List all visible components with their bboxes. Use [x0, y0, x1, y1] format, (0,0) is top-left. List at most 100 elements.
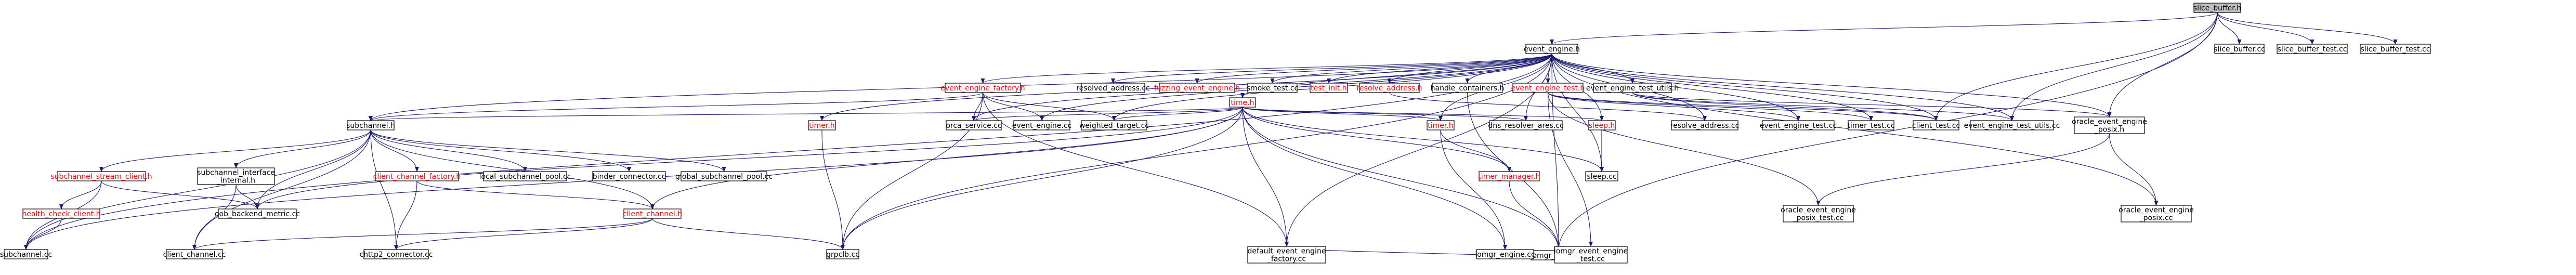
- node-health_check_client[interactable]: health_check_client.h: [22, 208, 101, 219]
- node-iomgr_engine_test[interactable]: iomgr_event_engine_test.cc: [1554, 246, 1628, 264]
- node-weighted_target[interactable]: weighted_target.cc: [1079, 120, 1149, 130]
- edge-event_engine-to-ee_factory: [980, 53, 1552, 84]
- node-resolve_address_h[interactable]: resolve_address.h: [1356, 83, 1422, 93]
- node-ee_test_cc[interactable]: event_engine_test.cc: [1760, 120, 1837, 130]
- node-sleep_cc[interactable]: sleep.cc: [1585, 171, 1618, 181]
- node-label-slice_buffer_cc: slice_buffer.cc: [2214, 45, 2265, 54]
- edge-ee_factory-to-grpclb: [841, 92, 984, 250]
- node-timer_h_left[interactable]: timer.h: [808, 120, 836, 130]
- edge-event_engine-to-test_init: [1327, 53, 1552, 84]
- node-event_engine[interactable]: event_engine.h: [1524, 44, 1580, 54]
- edge-subchannel_stream_client-to-health_check_client: [59, 180, 102, 209]
- node-binder_connector[interactable]: binder_connector.cc: [592, 171, 666, 181]
- node-resolved_address[interactable]: resolved_address.cc: [1076, 83, 1150, 93]
- node-label-resolved_address: resolved_address.cc: [1076, 84, 1149, 93]
- edges-layer: [24, 12, 2398, 260]
- node-box-default_ee_factory: [1247, 246, 1326, 264]
- node-label-oracle_posix_h: _posix.h: [2094, 126, 2124, 134]
- node-resolve_address_cc[interactable]: resolve_address.cc: [1670, 120, 1740, 130]
- node-box-slice_buffer_test: [2277, 44, 2348, 54]
- node-ee_test_h[interactable]: event_engine_test.h: [1511, 83, 1585, 93]
- node-label-default_ee_factory: _factory.cc: [1267, 255, 1306, 264]
- node-timer_test[interactable]: timer_test.cc: [1847, 120, 1895, 130]
- node-label-client_channel_h: client_channel.h: [623, 210, 682, 218]
- node-label-subchannel_interface_internal: _internal.h: [216, 177, 255, 185]
- node-global_subchannel_pool[interactable]: global_subchannel_pool.cc: [675, 171, 773, 181]
- node-handle_containers[interactable]: handle_containers.h: [1431, 83, 1505, 93]
- node-box-ee_test_h: [1512, 83, 1584, 93]
- node-timer_h[interactable]: timer.h: [1427, 120, 1455, 130]
- node-box-client_channel_factory: [375, 171, 459, 181]
- node-label-subchannel_interface_internal: subchannel_interface: [197, 169, 275, 177]
- node-smoke_test[interactable]: smoke_test.cc: [1247, 83, 1298, 93]
- node-label-sleep_cc: sleep.cc: [1587, 173, 1616, 181]
- node-label-oracle_posix_cc: _posix.cc: [2139, 214, 2173, 222]
- node-box-event_engine: [1525, 44, 1578, 54]
- node-oracle_posix_test[interactable]: oracle_event_engine_posix_test.cc: [1781, 205, 1856, 222]
- node-label-test_init: test_init.h: [1311, 84, 1346, 93]
- node-slice_buffer_test[interactable]: slice_buffer_test.cc: [2277, 44, 2348, 54]
- edge-ee_test_h-to-ee_test_cc: [1547, 92, 1800, 121]
- node-box-slice_buffer: [2193, 3, 2241, 13]
- node-iomgr_engine_cc[interactable]: iomgr_engine.cc: [1475, 249, 1535, 259]
- node-oob_backend_metric[interactable]: oob_backend_metric.cc: [215, 208, 300, 219]
- edge-ee_test_utils_h-to-client_test: [1632, 92, 1938, 121]
- node-label-client_channel_factory: client_channel_factory.h: [373, 173, 461, 181]
- node-default_ee_factory[interactable]: default_event_engine_factory.cc: [1247, 246, 1326, 264]
- node-box-subchannel_h: [347, 120, 395, 130]
- edge-subchannel_h-to-local_subchannel_pool: [370, 129, 527, 172]
- node-label-ee_test_utils_h: event_engine_test_utils.h: [1586, 84, 1679, 93]
- node-label-smoke_test: smoke_test.cc: [1247, 84, 1298, 93]
- node-ee_test_utils_cc[interactable]: event_engine_test_utils.cc: [1964, 120, 2060, 130]
- node-dns_resolver[interactable]: dns_resolver_ares.cc: [1488, 120, 1564, 130]
- node-sleep_h[interactable]: sleep.h: [1588, 120, 1616, 130]
- node-client_channel_factory[interactable]: client_channel_factory.h: [373, 171, 461, 181]
- edge-time_h-to-default_ee_factory: [1242, 107, 1289, 247]
- node-grpclb[interactable]: grpclb.cc: [826, 249, 859, 259]
- node-subchannel_stream_client[interactable]: subchannel_stream_client.h: [50, 171, 152, 181]
- node-oracle_posix_h[interactable]: oracle_event_engine_posix.h: [2072, 116, 2147, 134]
- node-slice_buffer_cc[interactable]: slice_buffer.cc: [2214, 44, 2265, 54]
- node-test_init[interactable]: test_init.h: [1310, 83, 1348, 93]
- node-label-binder_connector: binder_connector.cc: [593, 173, 666, 181]
- node-client_channel_h[interactable]: client_channel.h: [623, 208, 682, 219]
- node-box-client_channel_cc: [166, 249, 223, 259]
- node-box-subchannel_stream_client: [57, 171, 146, 181]
- edge-timer_manager-to-iomgr_engine_h: [1509, 180, 1561, 251]
- node-box-resolve_address_h: [1359, 83, 1420, 93]
- node-chttp2_connector[interactable]: chttp2_connector.cc: [359, 249, 433, 259]
- edge-time_h-to-weighted_target: [1112, 107, 1243, 121]
- edge-slice_buffer-to-client_test: [1934, 12, 2218, 121]
- node-oracle_posix_cc[interactable]: oracle_event_engine_posix.cc: [2119, 205, 2194, 222]
- node-box-client_test: [1913, 120, 1959, 130]
- node-box-oracle_posix_h: [2074, 116, 2145, 134]
- node-ee_test_utils_h[interactable]: event_engine_test_utils.h: [1586, 83, 1679, 93]
- node-box-client_channel_h: [623, 208, 682, 219]
- edge-ee_test_h-to-timer_test: [1547, 92, 1873, 121]
- node-client_channel_cc[interactable]: client_channel.cc: [163, 249, 226, 259]
- node-subchannel_h[interactable]: subchannel.h: [346, 120, 395, 130]
- node-label-client_channel_cc: client_channel.cc: [163, 251, 226, 259]
- edge-client_channel_h-to-grpclb: [652, 218, 845, 250]
- node-client_test[interactable]: client_test.cc: [1912, 120, 1960, 130]
- node-time_h[interactable]: time.h: [1229, 97, 1256, 108]
- edge-resolve_address_h-to-resolve_address_cc: [1389, 92, 1707, 121]
- node-subchannel_interface_internal[interactable]: subchannel_interface_internal.h: [197, 167, 275, 185]
- node-event_engine_cc[interactable]: event_engine.cc: [1012, 120, 1071, 130]
- node-subchannel_cc[interactable]: subchannel.cc: [0, 249, 52, 259]
- node-fuzzing_ee[interactable]: fuzzing_event_engine.h: [1154, 83, 1240, 93]
- node-slice_buffer[interactable]: slice_buffer.h: [2193, 3, 2241, 13]
- node-label-subchannel_cc: subchannel.cc: [0, 251, 52, 259]
- edge-slice_buffer-to-slice_buffer_test2: [2217, 12, 2398, 45]
- node-ee_factory[interactable]: event_engine_factory.h: [940, 83, 1025, 93]
- node-box-fuzzing_ee: [1159, 83, 1235, 93]
- node-box-slice_buffer_test2: [2360, 44, 2431, 54]
- node-orca_service[interactable]: orca_service.cc: [946, 120, 1002, 130]
- node-timer_manager[interactable]: timer_manager.h: [1478, 171, 1540, 181]
- node-local_subchannel_pool[interactable]: local_subchannel_pool.cc: [479, 171, 571, 181]
- node-label-ee_factory: event_engine_factory.h: [940, 84, 1025, 93]
- edge-subchannel_h-to-subchannel_cc: [24, 129, 371, 250]
- node-box-smoke_test: [1247, 83, 1298, 93]
- node-slice_buffer_test2[interactable]: slice_buffer_test.cc: [2360, 44, 2431, 54]
